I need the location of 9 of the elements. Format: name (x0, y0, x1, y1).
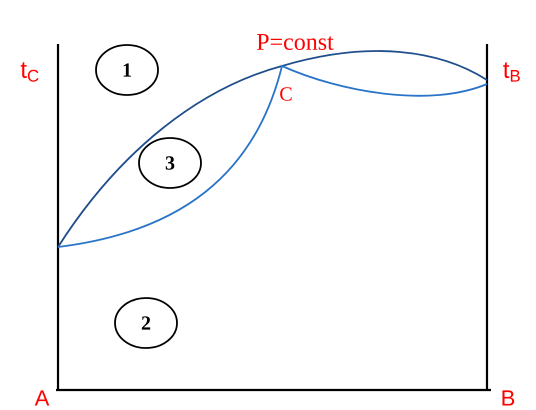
axis-label: C (280, 87, 292, 101)
axis-label: B (502, 390, 514, 406)
axis-label: A (34, 390, 50, 406)
region-number: 2 (114, 297, 178, 349)
axis-label: t$_{C}$ (20, 62, 39, 82)
axis-label: t$_{B}$ (503, 62, 520, 82)
axis-label: P=const (256, 34, 334, 50)
region-number: 3 (138, 137, 202, 189)
region-number: 1 (95, 44, 159, 96)
